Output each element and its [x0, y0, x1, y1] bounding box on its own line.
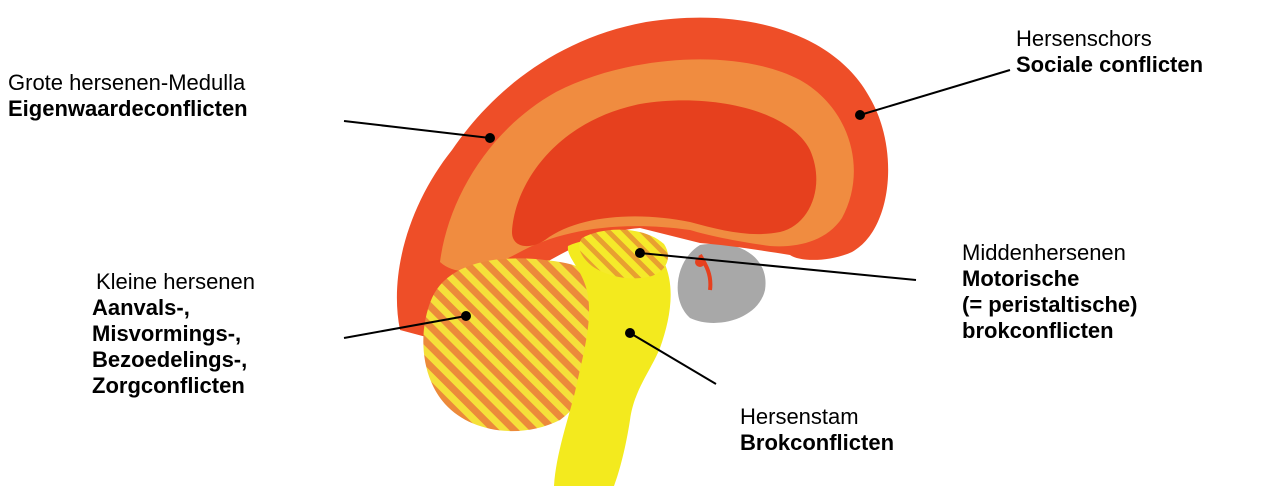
midbrain-conflict-1: Motorische	[962, 266, 1137, 292]
dot-medulla	[485, 133, 495, 143]
dot-cerebellum	[461, 311, 471, 321]
cerebellum-conflict-4: Zorgconflicten	[92, 373, 255, 399]
label-cerebellum: Kleine hersenen Aanvals-, Misvormings-, …	[92, 269, 255, 399]
midbrain-conflict-2: (= peristaltische)	[962, 292, 1137, 318]
cortex-name: Hersenschors	[1016, 26, 1203, 52]
label-midbrain: Middenhersenen Motorische (= peristaltis…	[962, 240, 1137, 344]
leader-cortex	[860, 70, 1010, 115]
cerebellum-conflict-1: Aanvals-,	[92, 295, 255, 321]
medulla-name: Grote hersenen-Medulla	[8, 70, 248, 96]
cerebellum-conflict-2: Misvormings-,	[92, 321, 255, 347]
cerebellum-conflict-3: Bezoedelings-,	[92, 347, 255, 373]
cerebellum-name: Kleine hersenen	[92, 269, 255, 295]
label-brainstem: Hersenstam Brokconflicten	[740, 404, 894, 456]
medulla-conflict: Eigenwaardeconflicten	[8, 96, 248, 122]
cortex-conflict: Sociale conflicten	[1016, 52, 1203, 78]
label-cortex: Hersenschors Sociale conflicten	[1016, 26, 1203, 78]
dot-midbrain	[635, 248, 645, 258]
dot-cortex	[855, 110, 865, 120]
label-medulla: Grote hersenen-Medulla Eigenwaardeconfli…	[8, 70, 248, 122]
brainstem-name: Hersenstam	[740, 404, 894, 430]
brainstem-conflict: Brokconflicten	[740, 430, 894, 456]
grey-region	[678, 244, 766, 323]
midbrain-name: Middenhersenen	[962, 240, 1137, 266]
dot-brainstem	[625, 328, 635, 338]
midbrain-conflict-3: brokconflicten	[962, 318, 1137, 344]
